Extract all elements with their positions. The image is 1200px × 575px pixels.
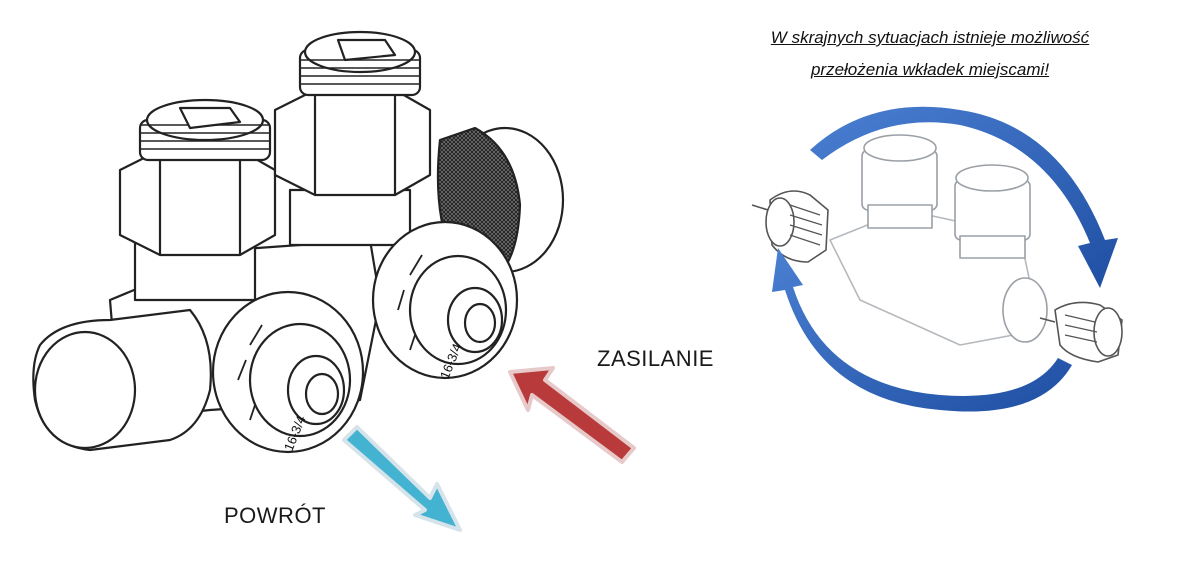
main-valve bbox=[32, 30, 565, 454]
supply-arrow bbox=[508, 366, 636, 464]
swap-note: W skrajnych sytuacjach istnieje możliwoś… bbox=[680, 22, 1180, 86]
supply-label: ZASILANIE bbox=[597, 346, 714, 371]
left-insert bbox=[751, 190, 829, 263]
swap-note-line1: W skrajnych sytuacjach istnieje możliwoś… bbox=[770, 28, 1090, 47]
return-arrow bbox=[342, 425, 462, 532]
swap-arrow-bottom bbox=[772, 248, 1072, 412]
swap-note-line2: przełożenia wkładek miejscami! bbox=[810, 60, 1050, 79]
swap-arrows bbox=[772, 106, 1118, 412]
return-label: POWRÓT bbox=[224, 503, 326, 528]
exploded-valve bbox=[751, 134, 1123, 363]
swap-arrow-top bbox=[810, 106, 1118, 288]
right-insert bbox=[1039, 301, 1123, 363]
